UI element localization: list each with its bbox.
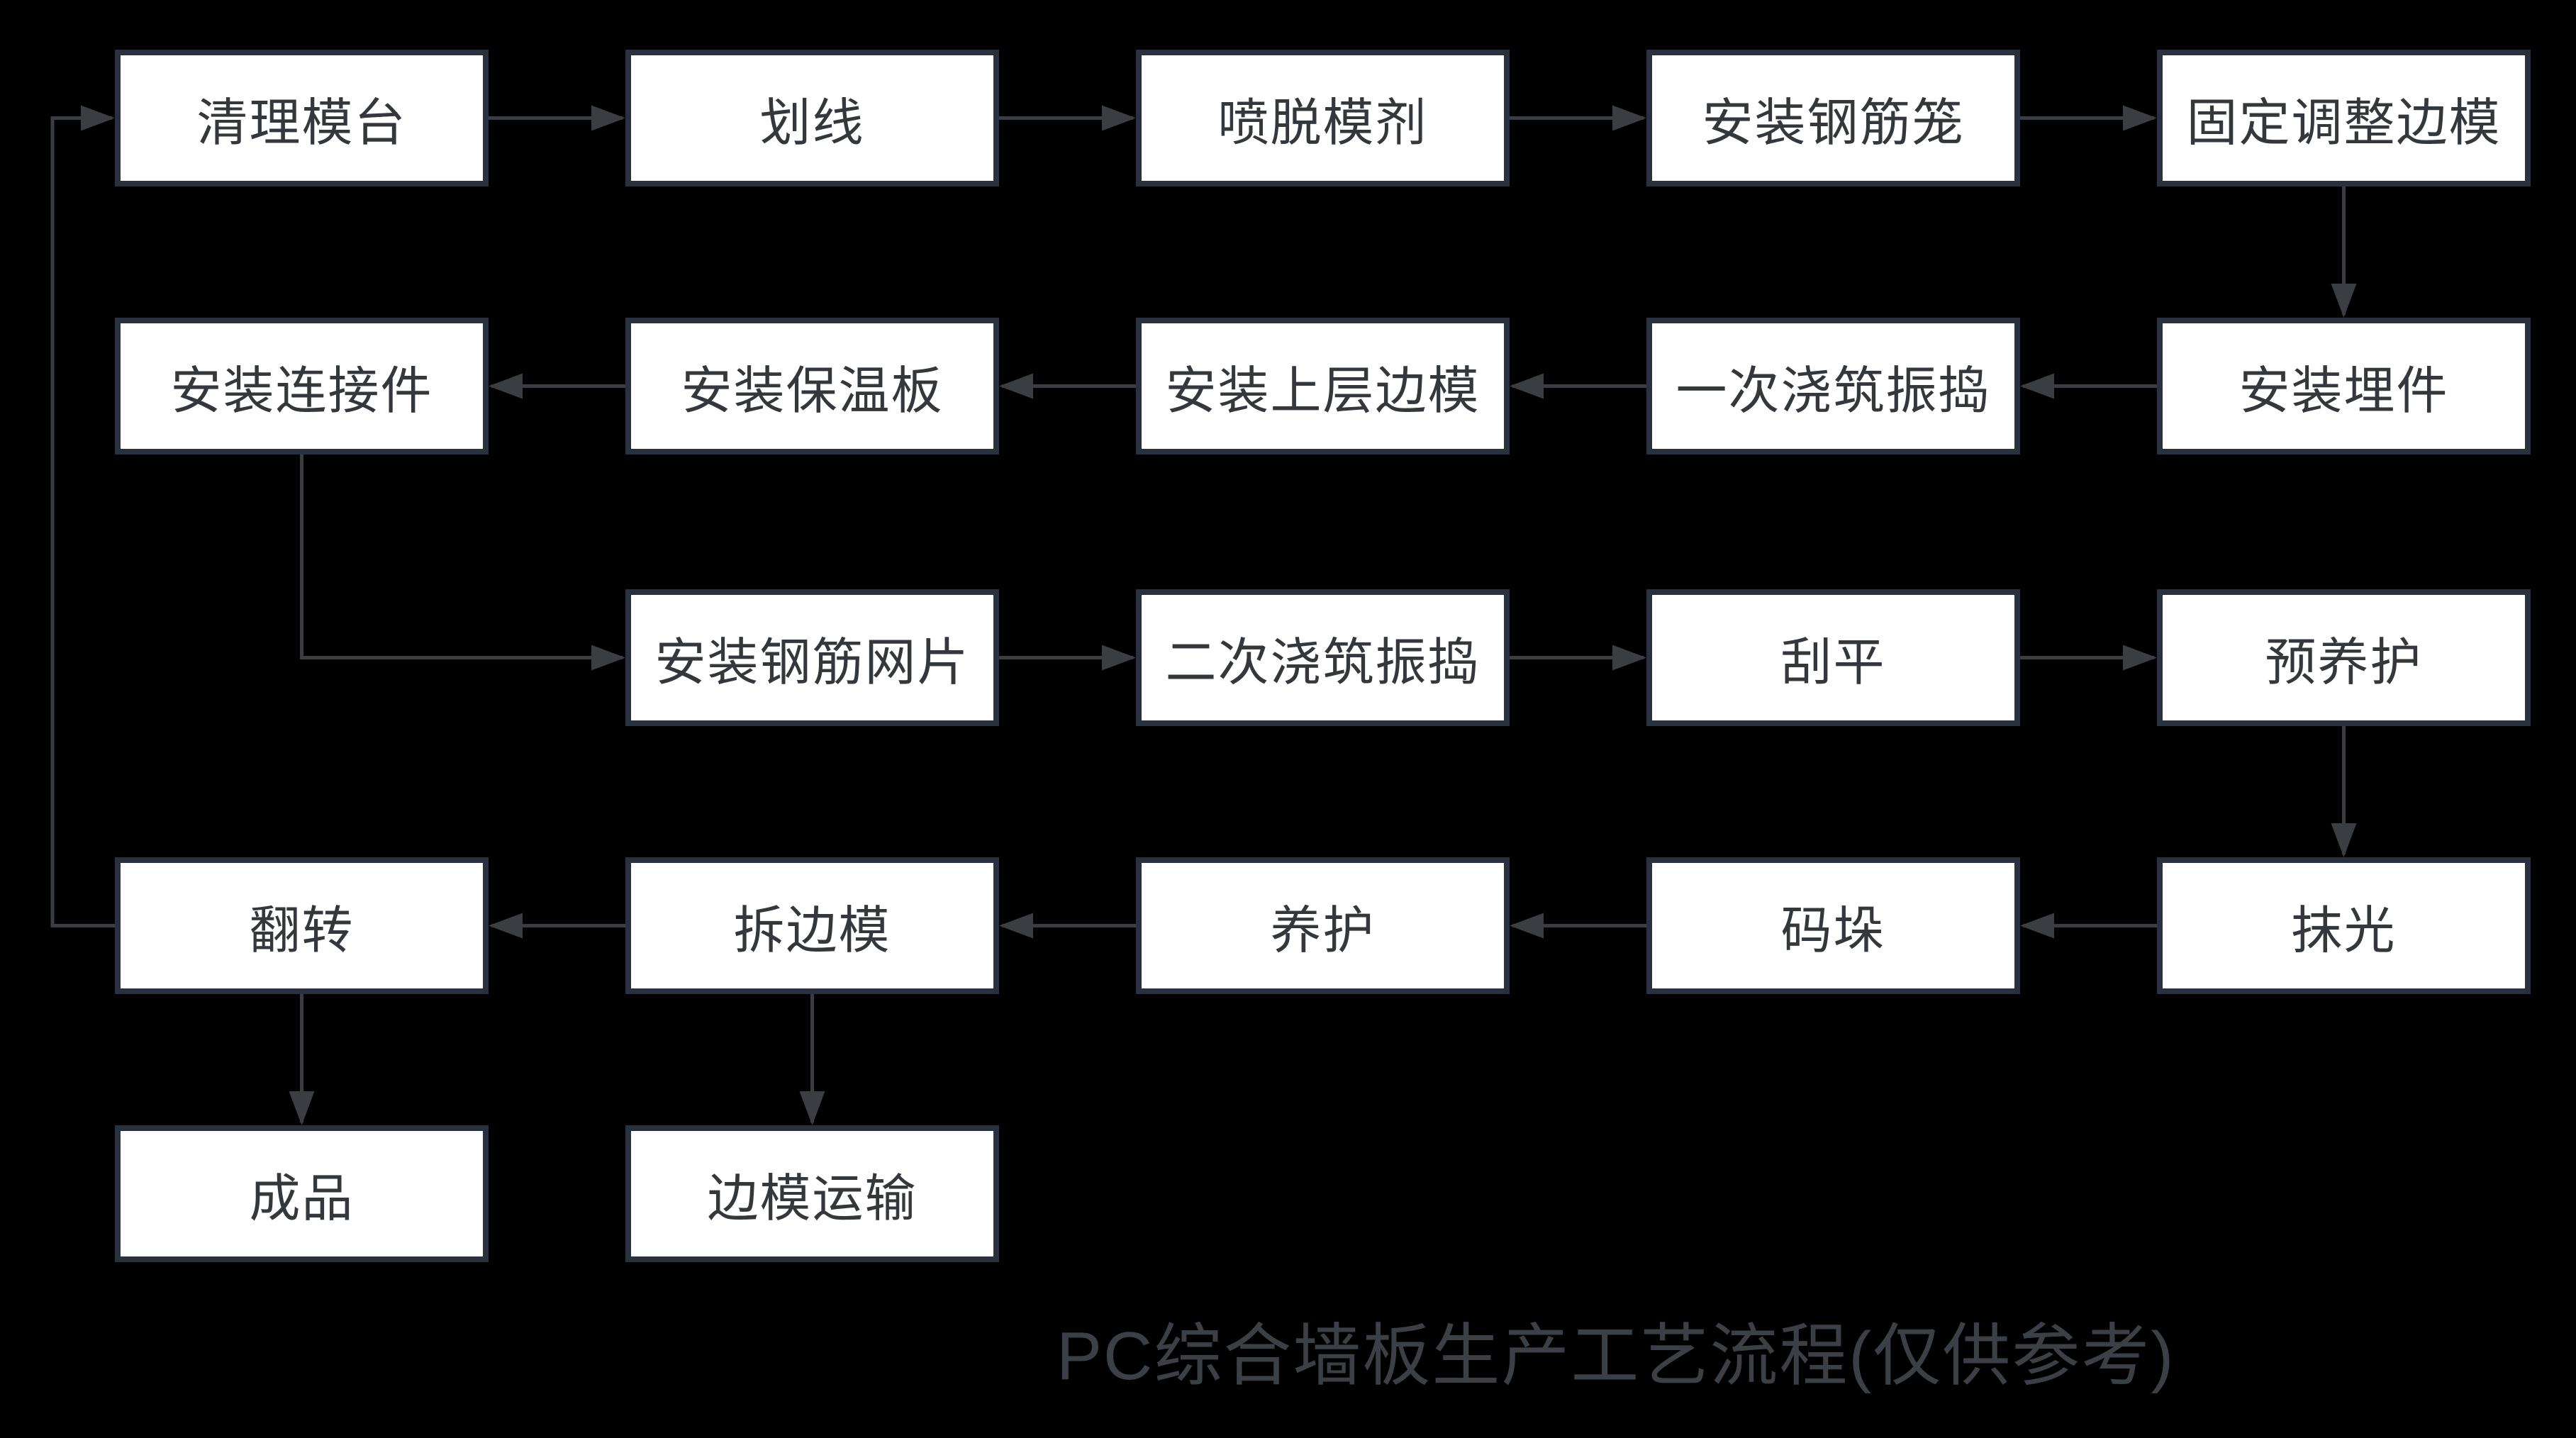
node-install-rebar-cage: 安装钢筋笼 xyxy=(1646,50,2020,186)
node-spray-release-agent: 喷脱模剂 xyxy=(1136,50,1510,186)
diagram-title: PC综合墙板生产工艺流程(仅供参考) xyxy=(1056,1318,2175,1394)
node-curing: 养护 xyxy=(1136,857,1510,994)
node-remove-side-mold: 拆边模 xyxy=(625,857,999,994)
edge-connectors-to-rebar-mesh xyxy=(300,455,625,671)
node-clean-mold-table: 清理模台 xyxy=(115,50,489,186)
node-first-pour-vibrate: 一次浇筑振捣 xyxy=(1646,318,2020,455)
node-pre-curing: 预养护 xyxy=(2157,589,2531,726)
node-stacking: 码垛 xyxy=(1646,857,2020,994)
edge-flip-to-clean-feedback xyxy=(50,105,115,927)
node-flip: 翻转 xyxy=(115,857,489,994)
node-install-upper-side-mold: 安装上层边模 xyxy=(1136,318,1510,455)
node-finished-product: 成品 xyxy=(115,1125,489,1262)
node-trowel: 抹光 xyxy=(2157,857,2531,994)
node-second-pour-vibrate: 二次浇筑振捣 xyxy=(1136,589,1510,726)
node-fix-adjust-side-mold: 固定调整边模 xyxy=(2157,50,2531,186)
node-marking: 划线 xyxy=(625,50,999,186)
node-side-mold-transport: 边模运输 xyxy=(625,1125,999,1262)
node-install-connectors: 安装连接件 xyxy=(115,318,489,455)
node-screed: 刮平 xyxy=(1646,589,2020,726)
node-install-insulation-board: 安装保温板 xyxy=(625,318,999,455)
node-install-rebar-mesh: 安装钢筋网片 xyxy=(625,589,999,726)
node-install-embeds: 安装埋件 xyxy=(2157,318,2531,455)
